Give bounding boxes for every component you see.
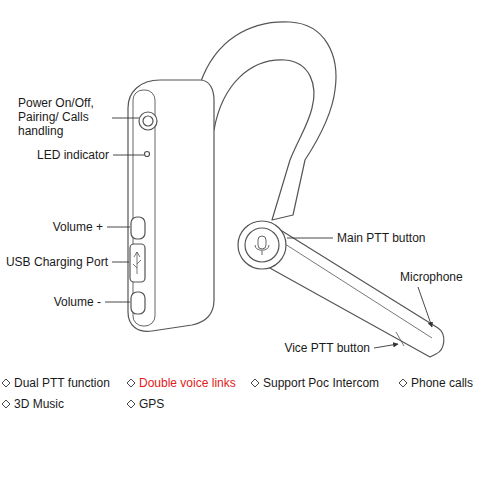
mic-glyph xyxy=(258,236,266,249)
leader-line xyxy=(113,155,144,156)
bullet-diamond xyxy=(2,400,10,408)
usb-port xyxy=(130,244,145,282)
bullet-diamond xyxy=(127,400,135,408)
led-dot xyxy=(145,152,150,157)
leader-line xyxy=(112,262,129,263)
volume-down-button xyxy=(131,292,145,314)
power-button xyxy=(139,112,157,130)
callout-label: Main PTT button xyxy=(337,231,426,245)
power-button-inner xyxy=(143,116,153,126)
usb-symbol xyxy=(133,252,141,274)
bullet-diamond xyxy=(127,379,135,387)
boom-edge xyxy=(285,244,432,338)
headset-body xyxy=(128,80,214,331)
callout-label: LED indicator xyxy=(37,148,109,162)
feature-item: 3D Music xyxy=(14,397,64,411)
callout-label: Volume + xyxy=(53,220,103,234)
leader-line xyxy=(112,118,139,119)
callout-label: Microphone xyxy=(400,270,463,284)
leader-line xyxy=(107,227,130,228)
main-ptt-button xyxy=(238,221,286,269)
feature-item: Double voice links xyxy=(139,376,236,390)
feature-item: Phone calls xyxy=(411,376,473,390)
boom-arm xyxy=(268,226,444,357)
leader-arrow xyxy=(374,344,398,348)
leader-arrow xyxy=(418,287,432,327)
bullet-diamond xyxy=(2,379,10,387)
callout-label: USB Charging Port xyxy=(6,255,108,269)
bullet-diamond xyxy=(251,379,259,387)
volume-up-button xyxy=(131,217,145,239)
feature-item: GPS xyxy=(139,397,164,411)
bullet-diamond xyxy=(399,379,407,387)
mic-glyph-stand xyxy=(255,245,269,255)
feature-item: Dual PTT function xyxy=(14,376,110,390)
leader-line xyxy=(287,238,333,239)
callout-label: Power On/Off, Pairing/ Calls handling xyxy=(18,96,108,138)
main-ptt-ring xyxy=(245,228,279,262)
ear-hook xyxy=(200,22,336,220)
leader-line xyxy=(105,302,130,303)
callout-label: Volume - xyxy=(54,295,101,309)
feature-item: Support Poc Intercom xyxy=(263,376,379,390)
callout-label: Vice PTT button xyxy=(284,341,370,355)
